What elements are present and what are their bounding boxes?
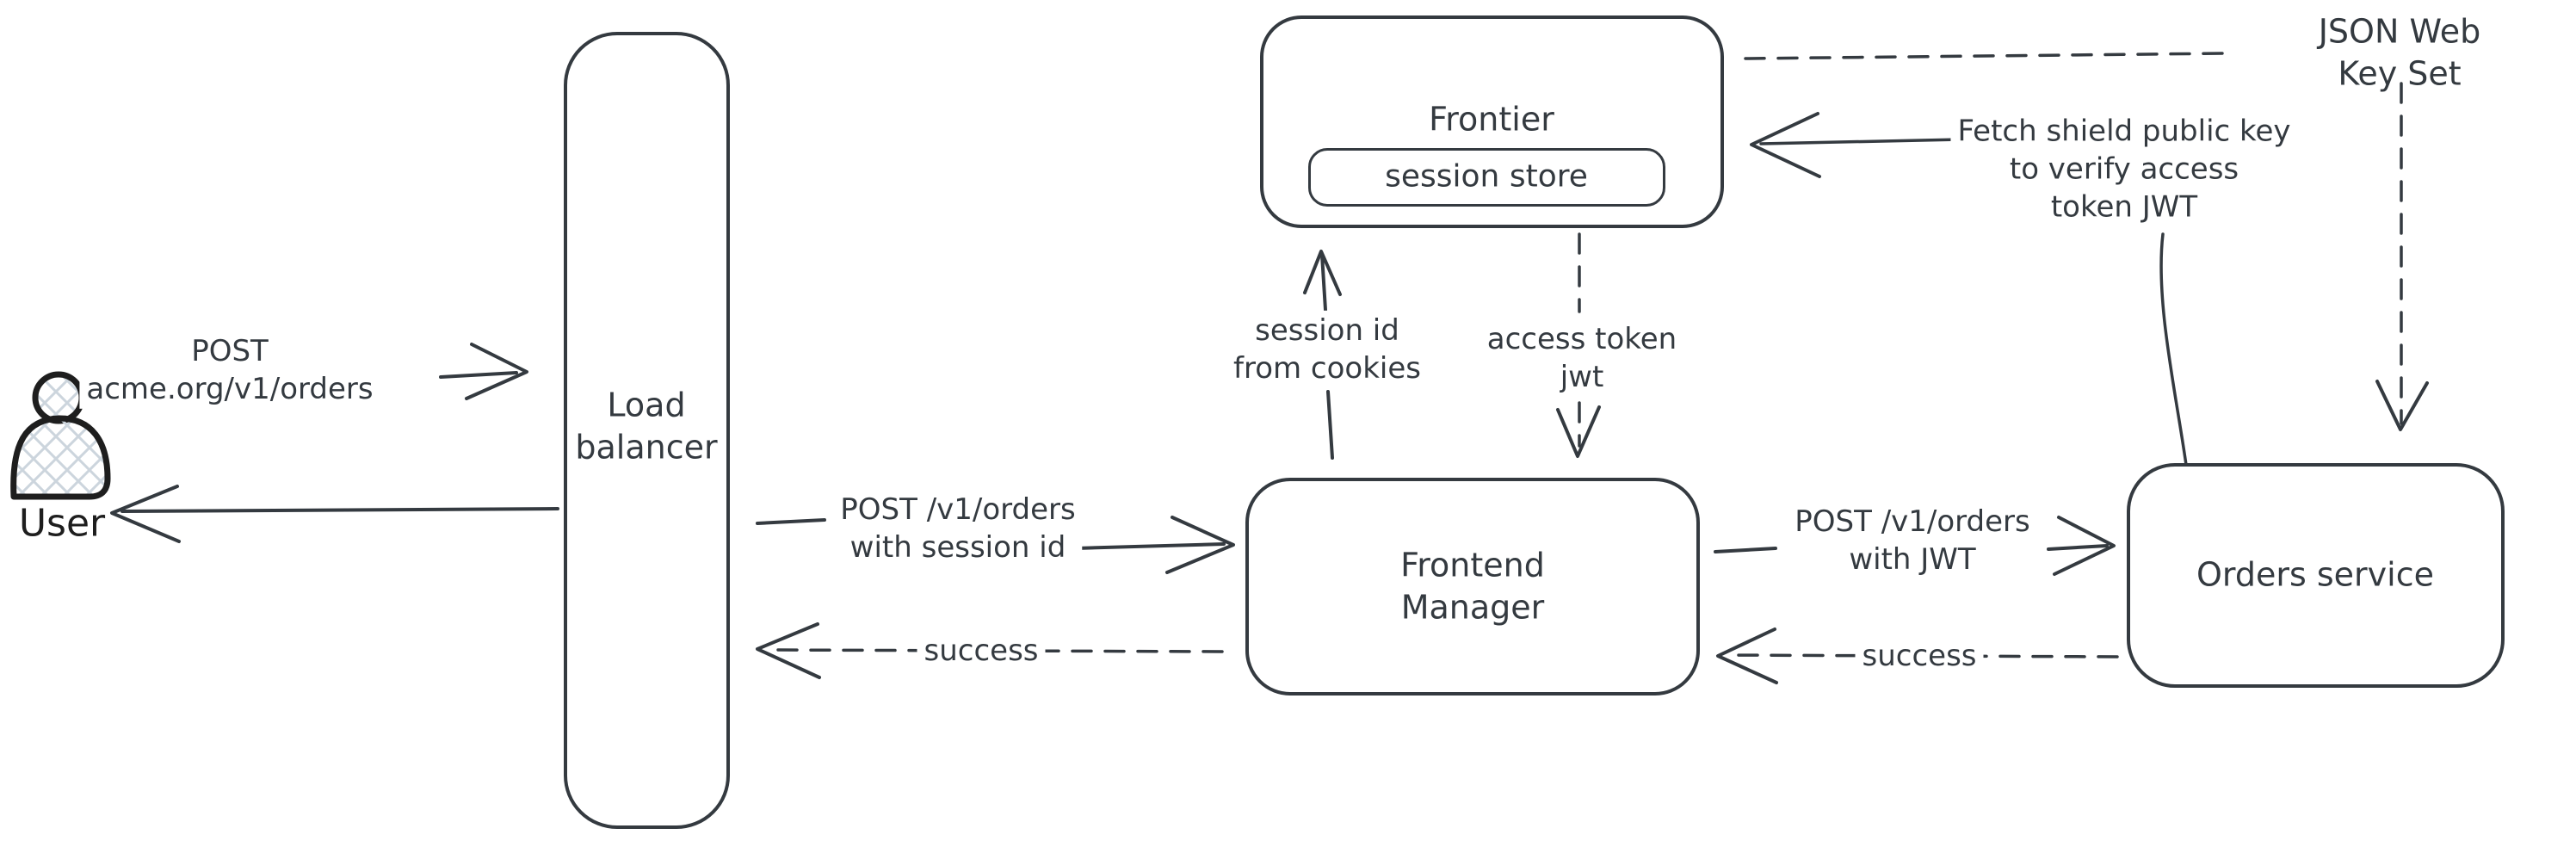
arrow-lb-to-frontend-manager: [756, 516, 1235, 574]
line-frontier-to-jwks: [1744, 52, 2227, 60]
frontend-manager-label: Frontend Manager: [1400, 546, 1545, 627]
arrow-orders-to-frontier-fetch-key: [1750, 112, 2188, 467]
load-balancer-label: Load balancer: [575, 386, 718, 467]
node-frontend-manager: [1245, 478, 1700, 696]
jwks-label: JSON Web Key Set: [2318, 12, 2481, 93]
edge-label-post-with-session-id: POST /v1/orders with session id: [833, 489, 1083, 568]
node-session-store: [1308, 148, 1665, 207]
arrow-frontend-manager-to-frontier: [1303, 250, 1342, 460]
edge-label-success-right: success: [1855, 635, 1984, 677]
node-orders-service: [2127, 463, 2505, 688]
edge-label-fetch-shield-public-key: Fetch shield public key to verify access…: [1950, 111, 2298, 228]
arrow-frontend-manager-to-lb-success: [756, 622, 1224, 679]
edge-label-success-left: success: [917, 630, 1046, 671]
frontier-label: Frontier: [1429, 100, 1554, 139]
arrow-jwks-to-orders: [2375, 82, 2429, 431]
arrow-frontier-to-frontend-manager: [1556, 232, 1601, 458]
edge-label-session-id-from-cookies: session id from cookies: [1226, 310, 1428, 389]
user-icon: [10, 371, 111, 500]
edge-label-post-acme-orders: POST acme.org/v1/orders: [79, 331, 380, 410]
orders-service-label: Orders service: [2196, 555, 2434, 594]
session-store-label: session store: [1385, 158, 1588, 195]
arrow-load-balancer-to-user: [110, 485, 559, 543]
edge-label-access-token-jwt: access token jwt: [1480, 318, 1684, 398]
user-label: User: [18, 501, 106, 546]
node-load-balancer: [564, 32, 730, 829]
arrow-frontend-manager-to-orders: [1714, 516, 2116, 576]
edge-label-post-with-jwt: POST /v1/orders with JWT: [1788, 501, 2037, 580]
